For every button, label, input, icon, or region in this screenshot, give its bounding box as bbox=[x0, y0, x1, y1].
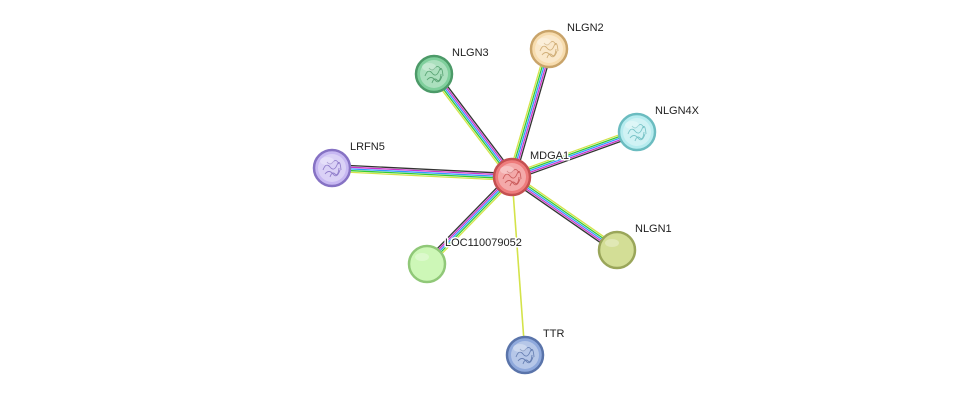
node-label-halo: NLGN4X bbox=[655, 105, 700, 117]
node-label-loc110079052: LOC110079052 bbox=[445, 237, 522, 249]
edge-evidence-line bbox=[331, 170, 512, 182]
edge-evidence-line bbox=[512, 175, 619, 250]
node-inner-highlight bbox=[420, 60, 448, 88]
edge-evidence-line bbox=[510, 177, 617, 252]
nodes-layer bbox=[312, 29, 657, 375]
protein-structure-icon bbox=[322, 159, 342, 178]
edge-evidence-line bbox=[511, 129, 637, 177]
node-mdga1[interactable] bbox=[492, 157, 532, 197]
edge-evidence-line bbox=[434, 72, 514, 177]
protein-structure-icon bbox=[502, 168, 522, 187]
node-lrfn5[interactable] bbox=[312, 148, 352, 188]
node-circle bbox=[529, 29, 569, 69]
node-label-halo: NLGN2 bbox=[567, 22, 604, 34]
edge-evidence-line bbox=[509, 48, 548, 177]
node-inner-highlight bbox=[535, 35, 563, 63]
node-label-halo: NLGN1 bbox=[635, 223, 672, 235]
node-inner-highlight bbox=[623, 118, 651, 146]
edge-evidence-line bbox=[424, 174, 511, 263]
edge-evidence-line bbox=[331, 169, 512, 180]
node-nlgn4x[interactable] bbox=[617, 112, 657, 152]
node-circle bbox=[617, 112, 657, 152]
node-inner-highlight bbox=[498, 163, 526, 191]
node-label-halo: LRFN5 bbox=[350, 141, 385, 153]
node-circle bbox=[492, 157, 532, 197]
edge-nlgn2[interactable] bbox=[508, 47, 553, 179]
edge-evidence-line bbox=[514, 49, 553, 179]
edge-evidence-line bbox=[511, 131, 638, 178]
edge-evidence-line bbox=[508, 47, 547, 177]
edge-nlgn3[interactable] bbox=[430, 71, 516, 180]
edge-evidence-line bbox=[511, 176, 618, 251]
node-label-nlgn4x: NLGN4X bbox=[655, 105, 700, 117]
edge-evidence-line bbox=[430, 75, 510, 180]
edge-nlgn1[interactable] bbox=[509, 173, 620, 254]
node-label-ttr: TTR bbox=[543, 328, 564, 340]
edge-evidence-line bbox=[331, 167, 513, 178]
edge-evidence-line bbox=[427, 177, 514, 266]
node-label-halo: TTR bbox=[543, 328, 564, 340]
node-label-lrfn5: LRFN5 bbox=[350, 141, 385, 153]
node-shine bbox=[625, 121, 639, 129]
node-shine bbox=[422, 63, 436, 71]
node-inner-highlight bbox=[318, 154, 346, 182]
protein-structure-icon bbox=[515, 346, 535, 365]
node-circle bbox=[407, 244, 447, 284]
edge-evidence-line bbox=[512, 132, 638, 180]
node-label-nlgn1: NLGN1 bbox=[635, 223, 672, 235]
edge-evidence-line bbox=[509, 179, 616, 254]
edge-loc110079052[interactable] bbox=[424, 174, 515, 267]
node-shine bbox=[415, 253, 429, 261]
edge-lrfn5[interactable] bbox=[331, 163, 513, 182]
edge-evidence-line bbox=[426, 176, 513, 265]
protein-structure-icon bbox=[627, 123, 647, 142]
node-nlgn1[interactable] bbox=[597, 230, 637, 270]
node-label-halo: MDGA1 bbox=[530, 150, 569, 162]
node-circle bbox=[597, 230, 637, 270]
edge-evidence-line bbox=[332, 163, 513, 175]
node-label-nlgn3: NLGN3 bbox=[452, 47, 489, 59]
edge-evidence-line bbox=[433, 73, 513, 178]
protein-structure-icon bbox=[424, 65, 444, 84]
edge-evidence-line bbox=[332, 165, 513, 176]
node-nlgn2[interactable] bbox=[529, 29, 569, 69]
edge-evidence-line bbox=[436, 71, 516, 176]
edge-evidence-line bbox=[428, 178, 515, 267]
edge-evidence-line bbox=[511, 48, 550, 178]
edge-ttr[interactable] bbox=[511, 176, 526, 356]
node-circle bbox=[312, 148, 352, 188]
protein-structure-icon bbox=[539, 40, 559, 59]
labels-layer: MDGA1MDGA1NLGN2NLGN2NLGN3NLGN3NLGN4XNLGN… bbox=[349, 21, 702, 342]
edge-evidence-line bbox=[512, 134, 639, 181]
node-shine bbox=[537, 38, 551, 46]
node-label-halo: LOC110079052 bbox=[445, 237, 522, 249]
node-circle bbox=[414, 54, 454, 94]
edge-evidence-line bbox=[513, 173, 620, 248]
node-circle bbox=[505, 335, 545, 375]
node-nlgn3[interactable] bbox=[414, 54, 454, 94]
edge-nlgn4x[interactable] bbox=[510, 128, 639, 181]
edge-evidence-line bbox=[425, 175, 512, 264]
edges-layer bbox=[331, 47, 639, 356]
node-ttr[interactable] bbox=[505, 335, 545, 375]
node-label-mdga1: MDGA1 bbox=[530, 150, 569, 162]
edge-evidence-line bbox=[510, 128, 637, 175]
node-inner-highlight bbox=[511, 341, 539, 369]
node-label-nlgn2: NLGN2 bbox=[567, 22, 604, 34]
node-shine bbox=[500, 166, 514, 174]
edge-evidence-line bbox=[432, 74, 512, 179]
edge-evidence-line bbox=[511, 176, 526, 356]
node-label-halo: NLGN3 bbox=[452, 47, 489, 59]
node-shine bbox=[320, 157, 334, 165]
node-shine bbox=[605, 239, 619, 247]
node-shine bbox=[513, 344, 527, 352]
node-loc110079052[interactable] bbox=[407, 244, 447, 284]
edge-evidence-line bbox=[513, 49, 552, 178]
